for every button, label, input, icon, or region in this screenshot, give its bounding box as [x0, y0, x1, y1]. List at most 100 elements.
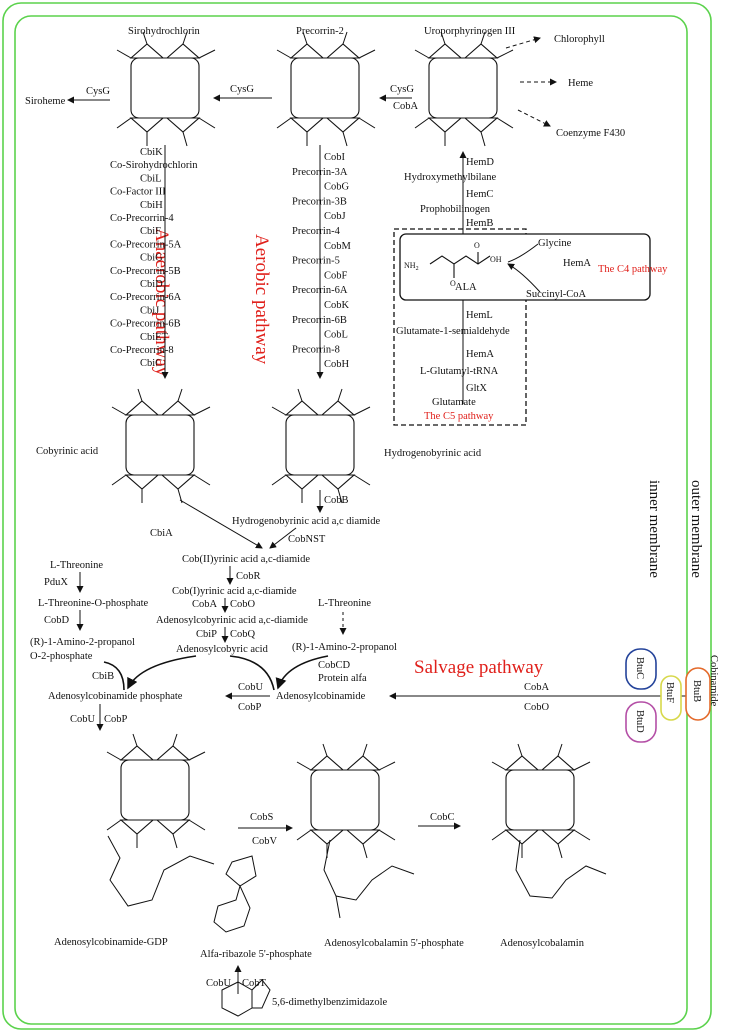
adenosylcobinamide-gdp-structure [106, 733, 206, 849]
dmb-label: 5,6-dimethylbenzimidazole [272, 997, 388, 1008]
cobt-label: CobT [242, 978, 267, 989]
aerobic-intermediate-5: Precorrin-4 [292, 226, 341, 237]
coenzyme-arrow [517, 109, 551, 127]
cobinamide-label: Cobinamide [708, 655, 719, 707]
btuc-label: BtuC [634, 657, 645, 679]
amino-propanol-phosphate-label-1: (R)-1-Amino-2-propanol [30, 637, 135, 648]
hydrogenobyrinic-acid-structure [271, 388, 371, 504]
hemc-label: HemC [466, 189, 493, 200]
anaerobic-intermediate-3: Co-Factor III [110, 187, 166, 198]
cobalamin-phosphate-tail [323, 839, 415, 919]
cobalamin-label: Adenosylcobalamin [500, 938, 585, 949]
cobp-left-label: CobP [104, 714, 128, 725]
btud-transporter [625, 701, 657, 743]
c5-pathway-box [393, 228, 527, 426]
gltx-label: GltX [466, 383, 487, 394]
cobr-label: CobR [236, 571, 261, 582]
l-threonine-left-label: L-Threonine [50, 560, 103, 571]
cobcd-label-2: Protein alfa [318, 673, 367, 684]
aerobic-intermediate-13: Precorrin-8 [292, 344, 340, 355]
anaerobic-intermediate-1: Co-Sirohydrochlorin [110, 160, 198, 171]
cobu-left-label: CobU [70, 714, 96, 725]
precorrin2-label: Precorrin-2 [296, 26, 344, 37]
adenosylcobalamin-structure [491, 743, 591, 859]
hba-diamide-label: Hydrogenobyrinic acid a,c diamide [232, 516, 380, 527]
cobc-label: CobC [430, 812, 455, 823]
chlorophyll-label: Chlorophyll [554, 34, 605, 45]
cobd-label: CobD [44, 615, 70, 626]
aerobic-enzyme-12: CobL [324, 330, 348, 341]
l-threonine-right-label: L-Threonine [318, 598, 371, 609]
cobyrinic-acid-label: Cobyrinic acid [36, 446, 99, 457]
prophobilinogen-label: Prophobilinogen [420, 204, 491, 215]
adenosylcobinamide-phosphate-label: Adenosylcobinamide phosphate [48, 691, 183, 702]
btud-label: BtuD [634, 710, 645, 733]
hema-c4-label: HemA [563, 258, 591, 269]
aerobic-enzyme-8: CobF [324, 270, 348, 281]
c4-pathway-box [399, 233, 651, 301]
ala-nh2: NH2 [404, 261, 419, 272]
aerobic-enzyme-4: CobJ [324, 211, 346, 222]
cbia-arrow [179, 499, 263, 549]
cobu-mid-label: CobU [238, 682, 264, 693]
gdp-tail [107, 835, 215, 907]
cysg-left-label: CysG [86, 86, 110, 97]
anaerobic-enzyme-16: CbiC [140, 358, 162, 369]
sirohydrochlorin-structure [116, 31, 216, 147]
ala-oh: OH [490, 255, 502, 264]
cbib-arc [103, 655, 197, 690]
btub-transporter [685, 667, 711, 721]
cobq-label: CobQ [230, 629, 256, 640]
c5-pathway-label: The C5 pathway [424, 411, 494, 422]
precorrin2-structure [276, 31, 376, 147]
cobnst-label: CobNST [288, 534, 326, 545]
hemb-label: HemB [466, 218, 493, 229]
succinyl-label: Succinyl-CoA [526, 289, 586, 300]
cobalamin-phosphate-label: Adenosylcobalamin 5'-phosphate [324, 938, 464, 949]
aerobic-chain: CobIPrecorrin-3ACobGPrecorrin-3BCobJPrec… [292, 152, 352, 370]
aerobic-intermediate-7: Precorrin-5 [292, 256, 340, 267]
cysg-right-label: CysG [390, 84, 414, 95]
cysg-mid-label: CysG [230, 84, 254, 95]
outer-membrane-boundary [2, 2, 712, 1030]
cob1-label: Cob(I)yrinic acid a,c-diamide [172, 586, 297, 597]
coba-label: CobA [192, 599, 218, 610]
adenosylcobinamide-label: Adenosylcobinamide [276, 691, 366, 702]
cobo-salvage-label: CobO [524, 702, 550, 713]
btuc-transporter [625, 648, 657, 690]
anaerobic-intermediate-5: Co-Precorrin-4 [110, 213, 174, 224]
anaerobic-enzyme-0: CbiK [140, 147, 163, 158]
ala-label: ALA [455, 282, 477, 293]
amino-propanol-phosphate-label-2: O-2-phosphate [30, 651, 93, 662]
cobo-label: CobO [230, 599, 256, 610]
hydroxymethylbilane-label: Hydroxymethylbilane [404, 172, 496, 183]
glycine-label: Glycine [538, 238, 572, 249]
anaerobic-enzyme-12: CbiJ [140, 305, 159, 316]
uroporphyrinogen-structure [414, 31, 514, 147]
aerobic-intermediate-3: Precorrin-3B [292, 196, 347, 207]
anaerobic-enzyme-4: CbiH [140, 200, 163, 211]
cbia-label: CbiA [150, 528, 173, 539]
amino-propanol-label: (R)-1-Amino-2-propanol [292, 642, 397, 653]
pdux-label: PduX [44, 577, 68, 588]
anaerobic-intermediate-11: Co-Precorrin-6A [110, 292, 182, 303]
glutamate-label: Glutamate [432, 397, 476, 408]
coba-uro-label: CobA [393, 101, 419, 112]
c4-merge-arrow [508, 243, 541, 293]
ala-o2: O [474, 241, 480, 250]
heme-label: Heme [568, 78, 593, 89]
anaerobic-intermediate-9: Co-Precorrin-5B [110, 266, 181, 277]
cobv-label: CobV [252, 836, 278, 847]
anaerobic-enzyme-10: CbiD [140, 279, 163, 290]
cbib-label: CbiB [92, 671, 114, 682]
anaerobic-enzyme-6: CbiF [140, 226, 161, 237]
anaerobic-enzyme-2: CbiL [140, 173, 162, 184]
anaerobic-enzyme-8: CbiG [140, 253, 163, 264]
cobnst-arrow [269, 527, 297, 549]
anaerobic-pathway-title: Anaerobic pathway [151, 228, 172, 377]
sirohydrochlorin-label: Sirohydrochlorin [128, 26, 200, 37]
cobp-mid-label: CobP [238, 702, 262, 713]
anaerobic-intermediate-15: Co-Precorrin-8 [110, 345, 174, 356]
anaerobic-enzyme-14: CbiET [140, 332, 169, 343]
